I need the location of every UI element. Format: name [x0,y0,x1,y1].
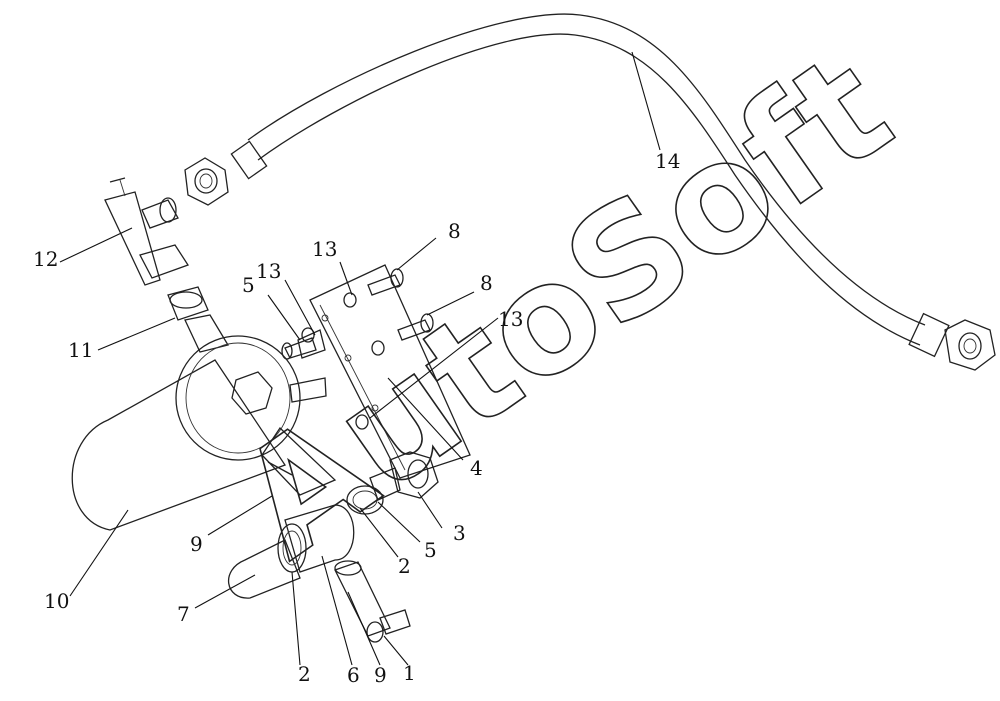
callout-7: 7 [177,602,190,626]
watermark-text: AutoSoft [210,21,921,591]
callout-8-lower: 8 [480,271,493,295]
callout-9-lower: 9 [374,663,387,687]
callout-3: 3 [453,521,466,545]
part-9-clamp [261,426,337,496]
callout-13-b: 13 [312,237,337,261]
callout-2-upper: 2 [398,554,411,578]
part-1-valve [334,560,411,643]
callout-8-upper: 8 [448,219,461,243]
callout-1: 1 [403,661,416,685]
watermark: AutoSoft [209,20,921,592]
part-12-tee-fitting [104,177,189,286]
callout-11: 11 [68,338,93,362]
part-3-fitting [369,451,439,501]
callout-2-lower: 2 [298,662,311,686]
part-7-tube [228,539,301,599]
callout-labels: 12 11 5 13 13 8 8 13 4 3 5 2 9 10 7 2 6 … [33,149,680,687]
part-4-bracket [309,264,471,479]
part-10-receiver-drier [71,329,327,531]
part-14-hose [184,13,996,371]
callout-13-a: 13 [256,259,281,283]
part-5-bolt-upper [281,337,317,360]
leader-lines [59,51,661,666]
part-8-bolts [367,268,434,341]
callout-10: 10 [44,589,69,613]
callout-9-left: 9 [190,532,203,556]
callout-5-upper: 5 [242,273,255,297]
callout-6: 6 [347,663,360,687]
part-13-washers [301,292,385,430]
hose-left-nut [184,157,229,206]
part-11-connector [167,286,230,353]
callout-14: 14 [655,149,680,173]
hose-right-fitting [908,312,996,371]
callout-13-c: 13 [498,307,523,331]
callout-5-lower: 5 [424,538,437,562]
callout-12: 12 [33,247,58,271]
callout-4: 4 [470,456,483,480]
